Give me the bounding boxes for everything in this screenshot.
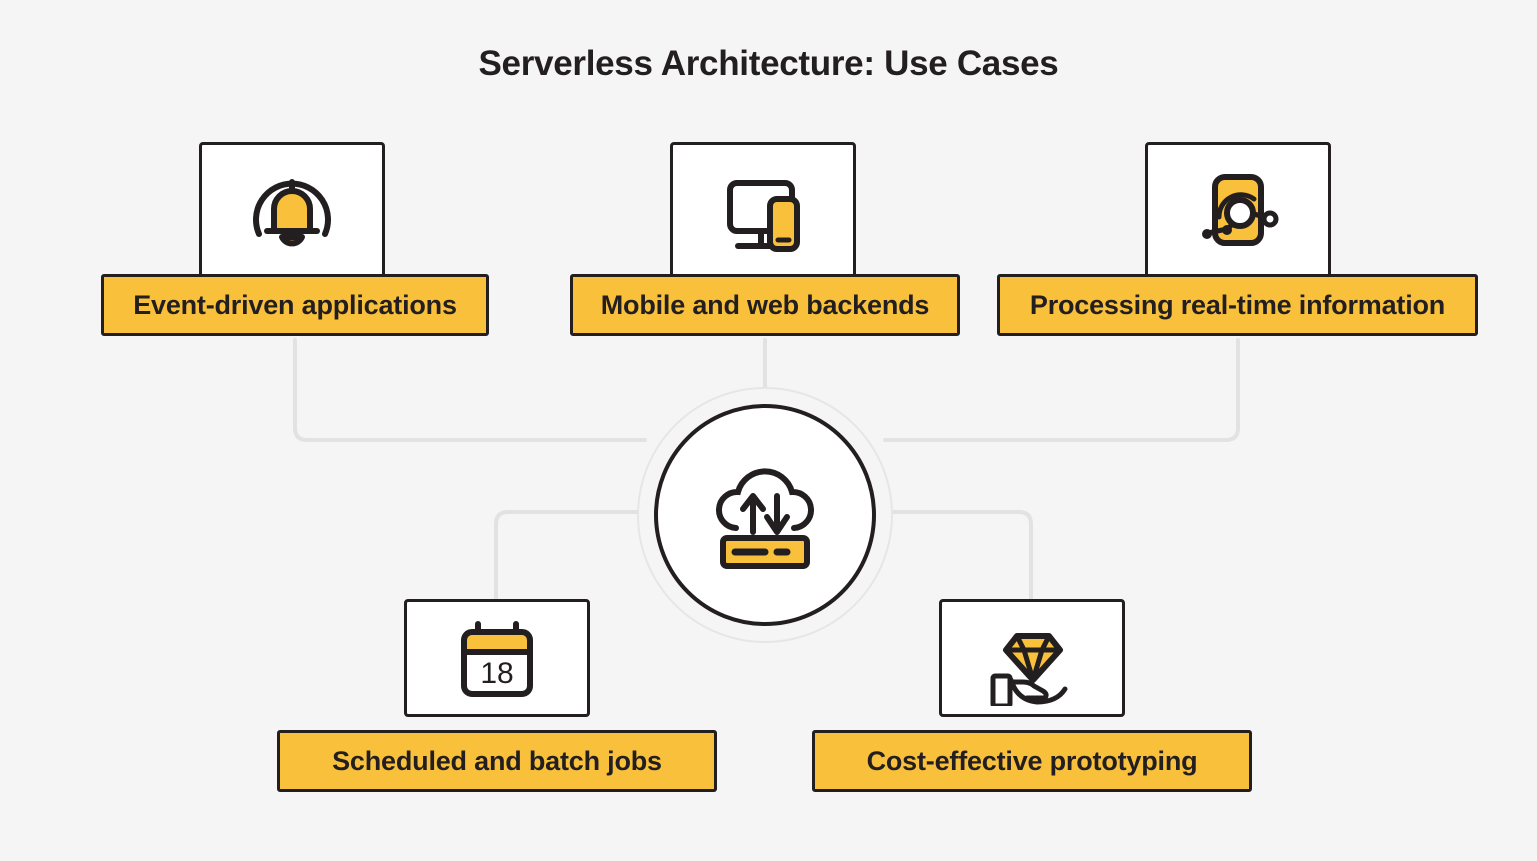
label-cost-effective[interactable]: Cost-effective prototyping (812, 730, 1252, 792)
label-real-time[interactable]: Processing real-time information (997, 274, 1478, 336)
label-scheduled-batch[interactable]: Scheduled and batch jobs (277, 730, 717, 792)
label-event-driven[interactable]: Event-driven applications (101, 274, 489, 336)
hub-serverless-cloud (654, 404, 876, 626)
realtime-network-node-icon (1183, 161, 1293, 261)
card-cost-effective (939, 599, 1125, 717)
desktop-mobile-devices-icon (708, 161, 818, 261)
connector-real-time (883, 338, 1240, 442)
bell-notification-icon (237, 161, 347, 261)
connector-event-driven (293, 338, 647, 442)
label-text: Scheduled and batch jobs (332, 745, 662, 776)
hand-holding-diamond-icon (977, 610, 1087, 706)
connector-scheduled-batch (494, 510, 647, 602)
label-text: Cost-effective prototyping (866, 745, 1198, 776)
card-real-time (1145, 142, 1331, 280)
label-text: Mobile and web backends (600, 289, 930, 320)
card-scheduled-batch: 18 (404, 599, 590, 717)
label-mobile-web[interactable]: Mobile and web backends (570, 274, 960, 336)
page-title: Serverless Architecture: Use Cases (478, 44, 1059, 83)
card-mobile-web (670, 142, 856, 280)
cloud-upload-download-server-icon (695, 448, 835, 583)
label-text: Event-driven applications (133, 289, 457, 320)
card-event-driven (199, 142, 385, 280)
calendar-icon: 18 (442, 610, 552, 706)
label-text: Processing real-time information (1029, 289, 1446, 320)
connector-cost-effective (883, 510, 1033, 602)
calendar-day-number: 18 (480, 657, 513, 690)
